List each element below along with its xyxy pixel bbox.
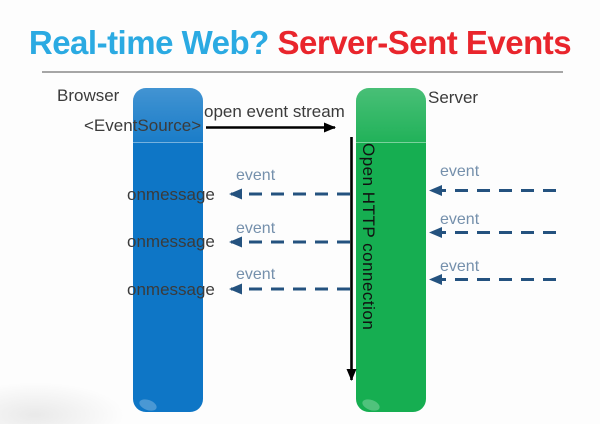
event-label-left-1: event <box>236 167 276 184</box>
server-label: Server <box>428 88 479 107</box>
onmessage-label-2: onmessage <box>127 232 215 251</box>
onmessage-label-1: onmessage <box>127 185 215 204</box>
event-label-left-2: event <box>236 220 276 237</box>
event-label-right-3: event <box>440 258 480 275</box>
event-label-left-3: event <box>236 266 276 283</box>
title-server-sent-events: Server-Sent Events <box>277 24 572 61</box>
title-realtime-web: Real-time Web? <box>28 24 278 61</box>
title-divider <box>42 71 563 73</box>
open-http-connection-label: Open HTTP connection <box>359 143 378 331</box>
event-label-right-2: event <box>440 211 480 228</box>
browser-lifeline-bar <box>133 88 203 412</box>
event-label-right-1: event <box>440 163 480 180</box>
photo-shadow-artifact <box>0 382 125 424</box>
page-title: Real-time Web? Server-Sent Events <box>0 24 600 62</box>
open-event-stream-label: open event stream <box>204 102 345 121</box>
server-lifeline-bar <box>356 88 426 412</box>
browser-label: Browser <box>57 86 120 105</box>
onmessage-label-3: onmessage <box>127 280 215 299</box>
eventsource-label: <EventSource> <box>84 116 202 135</box>
